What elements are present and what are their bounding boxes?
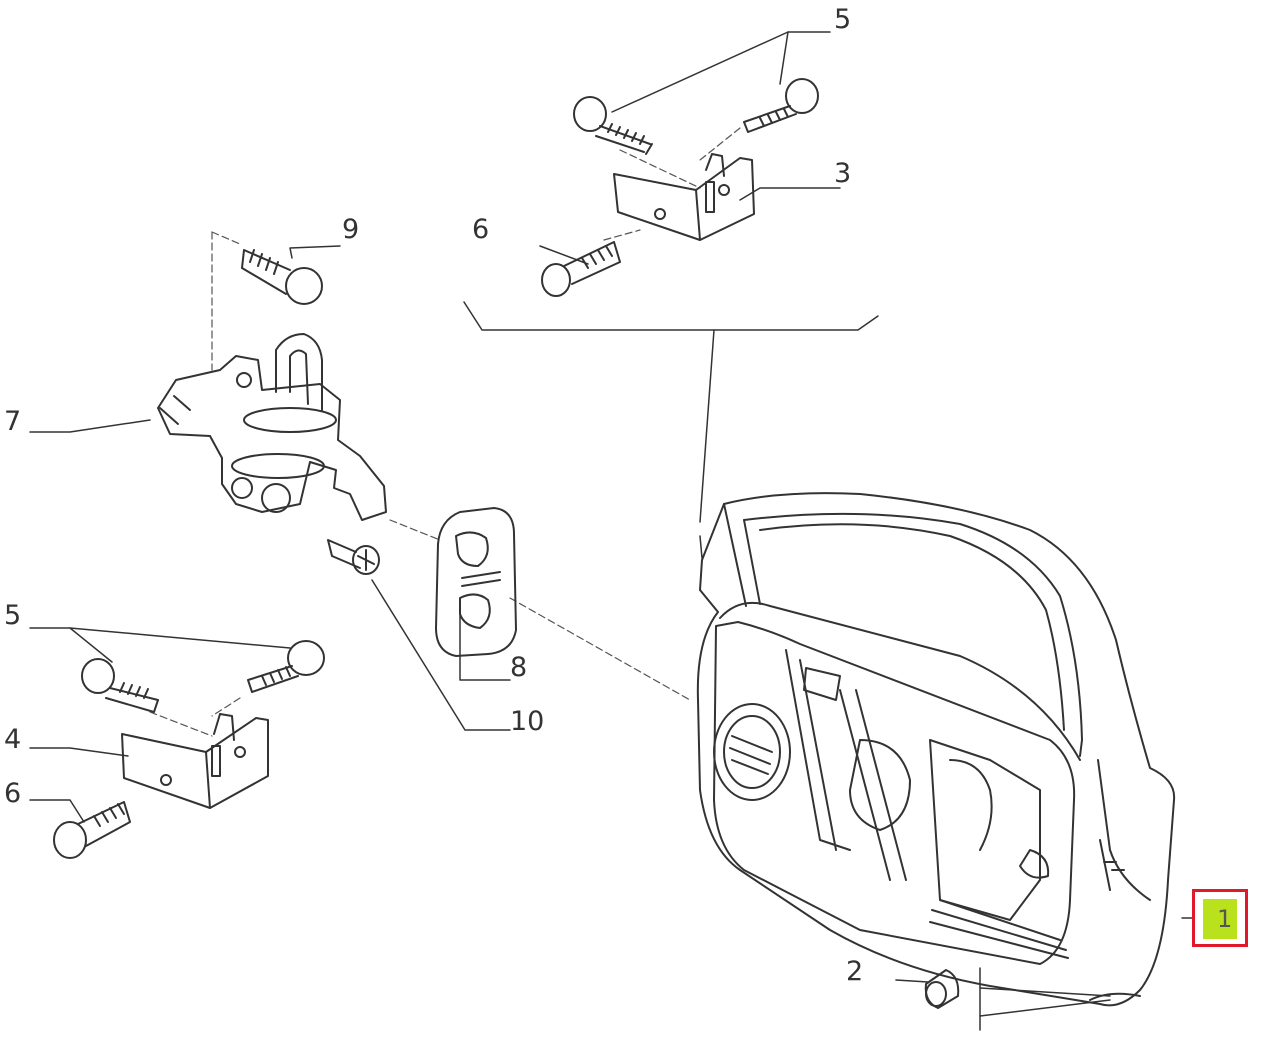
highlighted-callout-1: 1 [1192,889,1248,947]
callout-5-top: 5 [834,4,852,35]
callout-10: 10 [510,706,545,737]
dashed-alignment-lines [149,127,741,737]
callout-3: 3 [834,158,852,189]
callout-4: 4 [4,724,22,755]
door-stop-buffer-8 [435,507,517,657]
bolt-6-left [53,801,131,859]
callout-9: 9 [342,214,360,245]
callout-6-left: 6 [4,778,22,809]
door-callout-brackets [463,301,1111,1031]
plug-2 [924,969,960,1009]
callout-2: 2 [846,956,864,987]
screw-10 [327,539,380,575]
bolt-5-left-a [81,658,159,713]
bolt-5-top-right [743,78,819,133]
callout-8: 8 [510,652,528,683]
hinge-bracket-4 [121,713,269,809]
hinge-assembly-7 [157,333,387,521]
hinge-bracket-3 [613,153,755,241]
highlight-fill [1203,899,1237,939]
leader-lines [29,31,1193,983]
callout-6-top: 6 [472,214,490,245]
door-panel-1 [696,492,1176,1007]
bolt-9 [241,249,323,305]
bolt-5-left-b [247,640,325,693]
callout-1: 1 [1217,905,1233,933]
callout-5-left: 5 [4,600,22,631]
bolt-5-top-left [573,96,653,155]
callout-7: 7 [4,406,22,437]
bolt-6-top [541,241,621,297]
